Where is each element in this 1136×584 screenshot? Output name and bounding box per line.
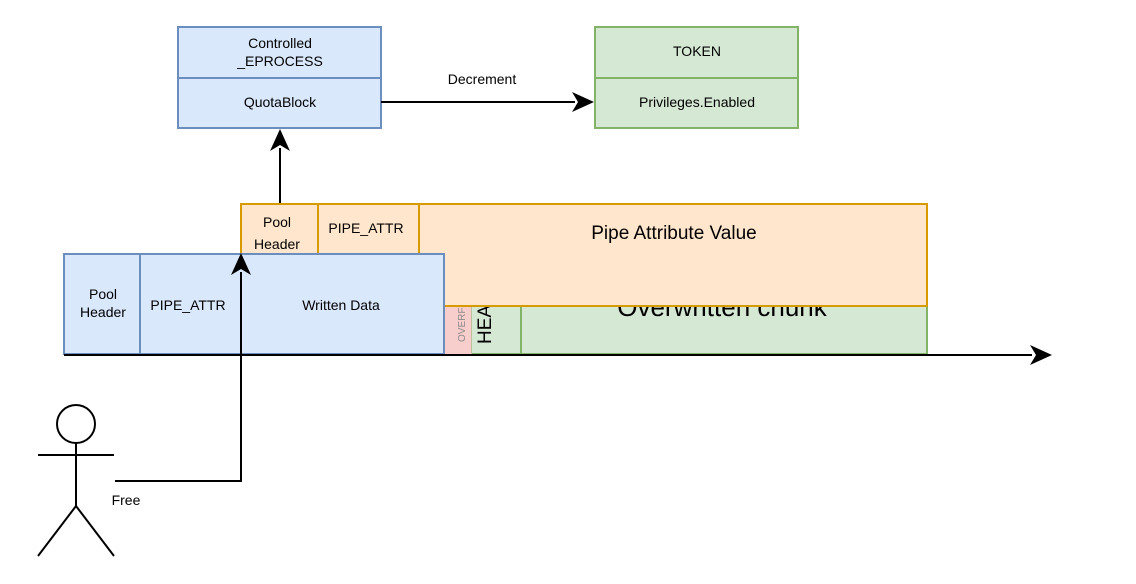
token-block: TOKEN Privileges.Enabled <box>594 26 799 129</box>
free-arrow <box>115 253 251 482</box>
decrement-label: Decrement <box>448 71 517 87</box>
written-data-cell <box>139 253 445 355</box>
pipe-attribute-value-label: Pipe Attribute Value <box>591 223 756 244</box>
pipe-attribute-value-cell <box>418 203 928 307</box>
privileges-label: Privileges.Enabled <box>639 94 755 110</box>
fake-pipe-attr-label: PIPE_ATTR <box>328 220 403 236</box>
written-chunk: Pool Header PIPE_ATTR Written Data <box>63 253 445 355</box>
written-data-label: Written Data <box>302 297 380 313</box>
quotablock-label: QuotaBlock <box>244 94 317 110</box>
quotablock-pointer-arrow <box>270 129 290 204</box>
decrement-arrow <box>381 92 594 112</box>
fake-pool-header-line1: Pool <box>263 214 291 230</box>
written-pool-header-line1: Pool <box>89 286 117 302</box>
attacker-actor-icon <box>37 404 115 557</box>
eprocess-block: Controlled _EPROCESS QuotaBlock <box>177 26 382 129</box>
fake-pool-header-line2: Header <box>254 236 300 252</box>
quotablock-cell <box>177 77 382 129</box>
overflow-label: OVERFLOW <box>457 284 468 342</box>
overwritten-header-label: HEADER <box>475 265 496 344</box>
eprocess-title-cell <box>177 26 382 79</box>
privileges-cell <box>594 77 799 129</box>
eprocess-title-line2: _EPROCESS <box>236 53 323 69</box>
eprocess-title-line1: Controlled <box>248 35 312 51</box>
memory-axis-arrow <box>64 345 1052 365</box>
written-pool-header-line2: Header <box>80 304 126 320</box>
token-title: TOKEN <box>673 43 721 59</box>
free-label: Free <box>112 492 141 508</box>
written-pool-header-cell <box>63 253 141 355</box>
written-pipe-attr-label: PIPE_ATTR <box>150 297 225 313</box>
